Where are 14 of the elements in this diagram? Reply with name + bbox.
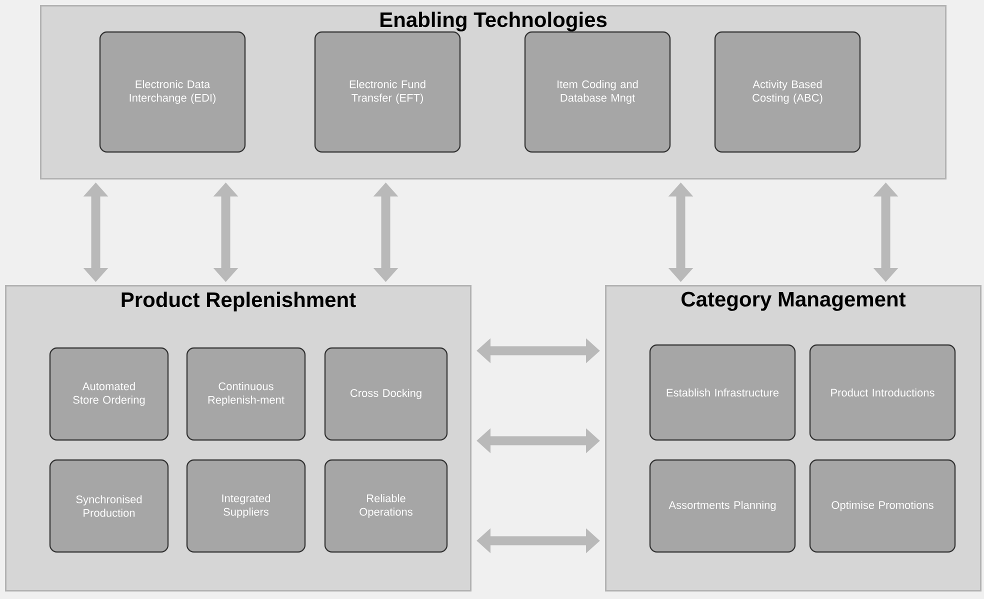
rounded-box: Automated Store Ordering [49, 347, 169, 441]
rounded-box: Electronic Data Interchange (EDI) [99, 31, 246, 153]
rounded-box: Continuous Replenish-ment [186, 347, 306, 441]
rounded-box: Reliable Operations [324, 459, 448, 553]
rounded-box: Optimise Promotions [809, 459, 956, 553]
rounded-box: Integrated Suppliers [186, 459, 306, 553]
rounded-box: Synchronised Production [49, 459, 169, 553]
rounded-box: Product Introductions [809, 344, 956, 441]
rounded-box: Cross Docking [324, 347, 448, 441]
rounded-box: Item Coding and Database Mngt [524, 31, 671, 153]
rounded-box: Establish Infrastructure [649, 344, 796, 441]
rounded-box: Activity Based Costing (ABC) [714, 31, 861, 153]
rounded-box: Assortments Planning [649, 459, 796, 553]
rounded-box: Electronic Fund Transfer (EFT) [314, 31, 461, 153]
